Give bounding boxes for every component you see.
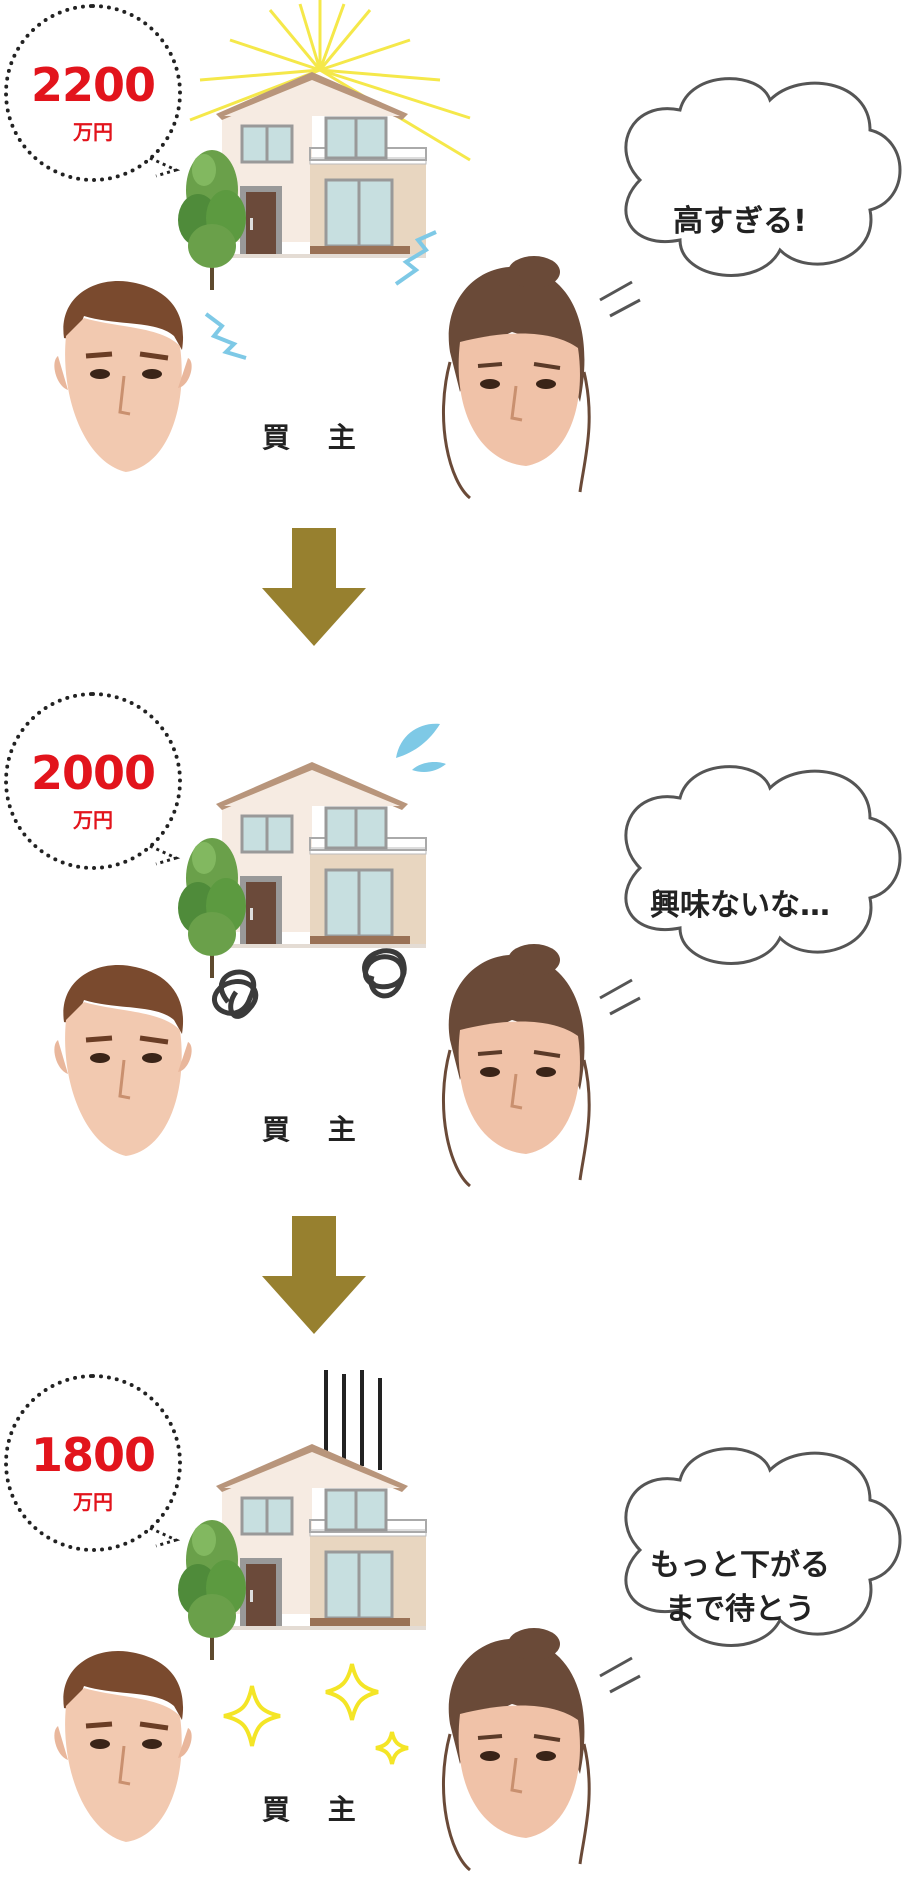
shine-rays [189,0,471,162]
thought-line: 高すぎる! [673,204,807,239]
house-illustration [214,1442,428,1632]
buyer-label: 買 主 [262,1113,370,1146]
thought-cloud [624,765,902,965]
price-unit: 万円 [73,1490,113,1514]
price-amount: 1800 [30,1428,156,1482]
price-bubble [4,692,182,870]
price-bubble [4,1374,182,1552]
price-amount: 2000 [30,746,156,800]
frustration-scribble [212,969,259,1019]
thought-line: もっと下がる [650,1548,830,1583]
panel-3-illustration [0,1370,902,1872]
thought-line: 興味ないな… [650,888,830,923]
man-face [54,965,191,1156]
down-arrow [262,1216,366,1334]
buyer-label: 買 主 [262,421,370,454]
thought-text: 高すぎる! [600,200,880,244]
price-bubble [4,4,182,182]
sparkles [223,1663,409,1765]
man-face [54,281,191,472]
panel-1-illustration [0,0,902,500]
panel-2: 2000 万円 買 主 興味ないな… [0,688,907,1208]
woman-face [441,942,592,1188]
woman-face [441,1626,592,1872]
sweat-drops [396,723,440,758]
thought-line: まで待とう [665,1592,815,1627]
man-face [54,1651,191,1842]
price-unit: 万円 [73,120,113,144]
panel-3: 1800 万円 買 主 もっと下がる まで待とう [0,1370,907,1890]
thought-text: 興味ないな… [600,884,880,928]
down-arrow [262,528,366,646]
shock-lines [204,312,247,360]
price-amount: 2200 [30,58,156,112]
house-illustration [214,70,428,260]
woman-face [441,254,592,500]
buyer-label: 買 主 [262,1793,370,1826]
price-unit: 万円 [73,808,113,832]
panel-1: 2200 万円 買 主 高すぎる! [0,0,907,520]
thought-text: もっと下がる まで待とう [600,1544,880,1632]
panel-2-illustration [0,723,902,1188]
house-illustration [214,760,428,950]
thought-cloud [624,77,902,277]
